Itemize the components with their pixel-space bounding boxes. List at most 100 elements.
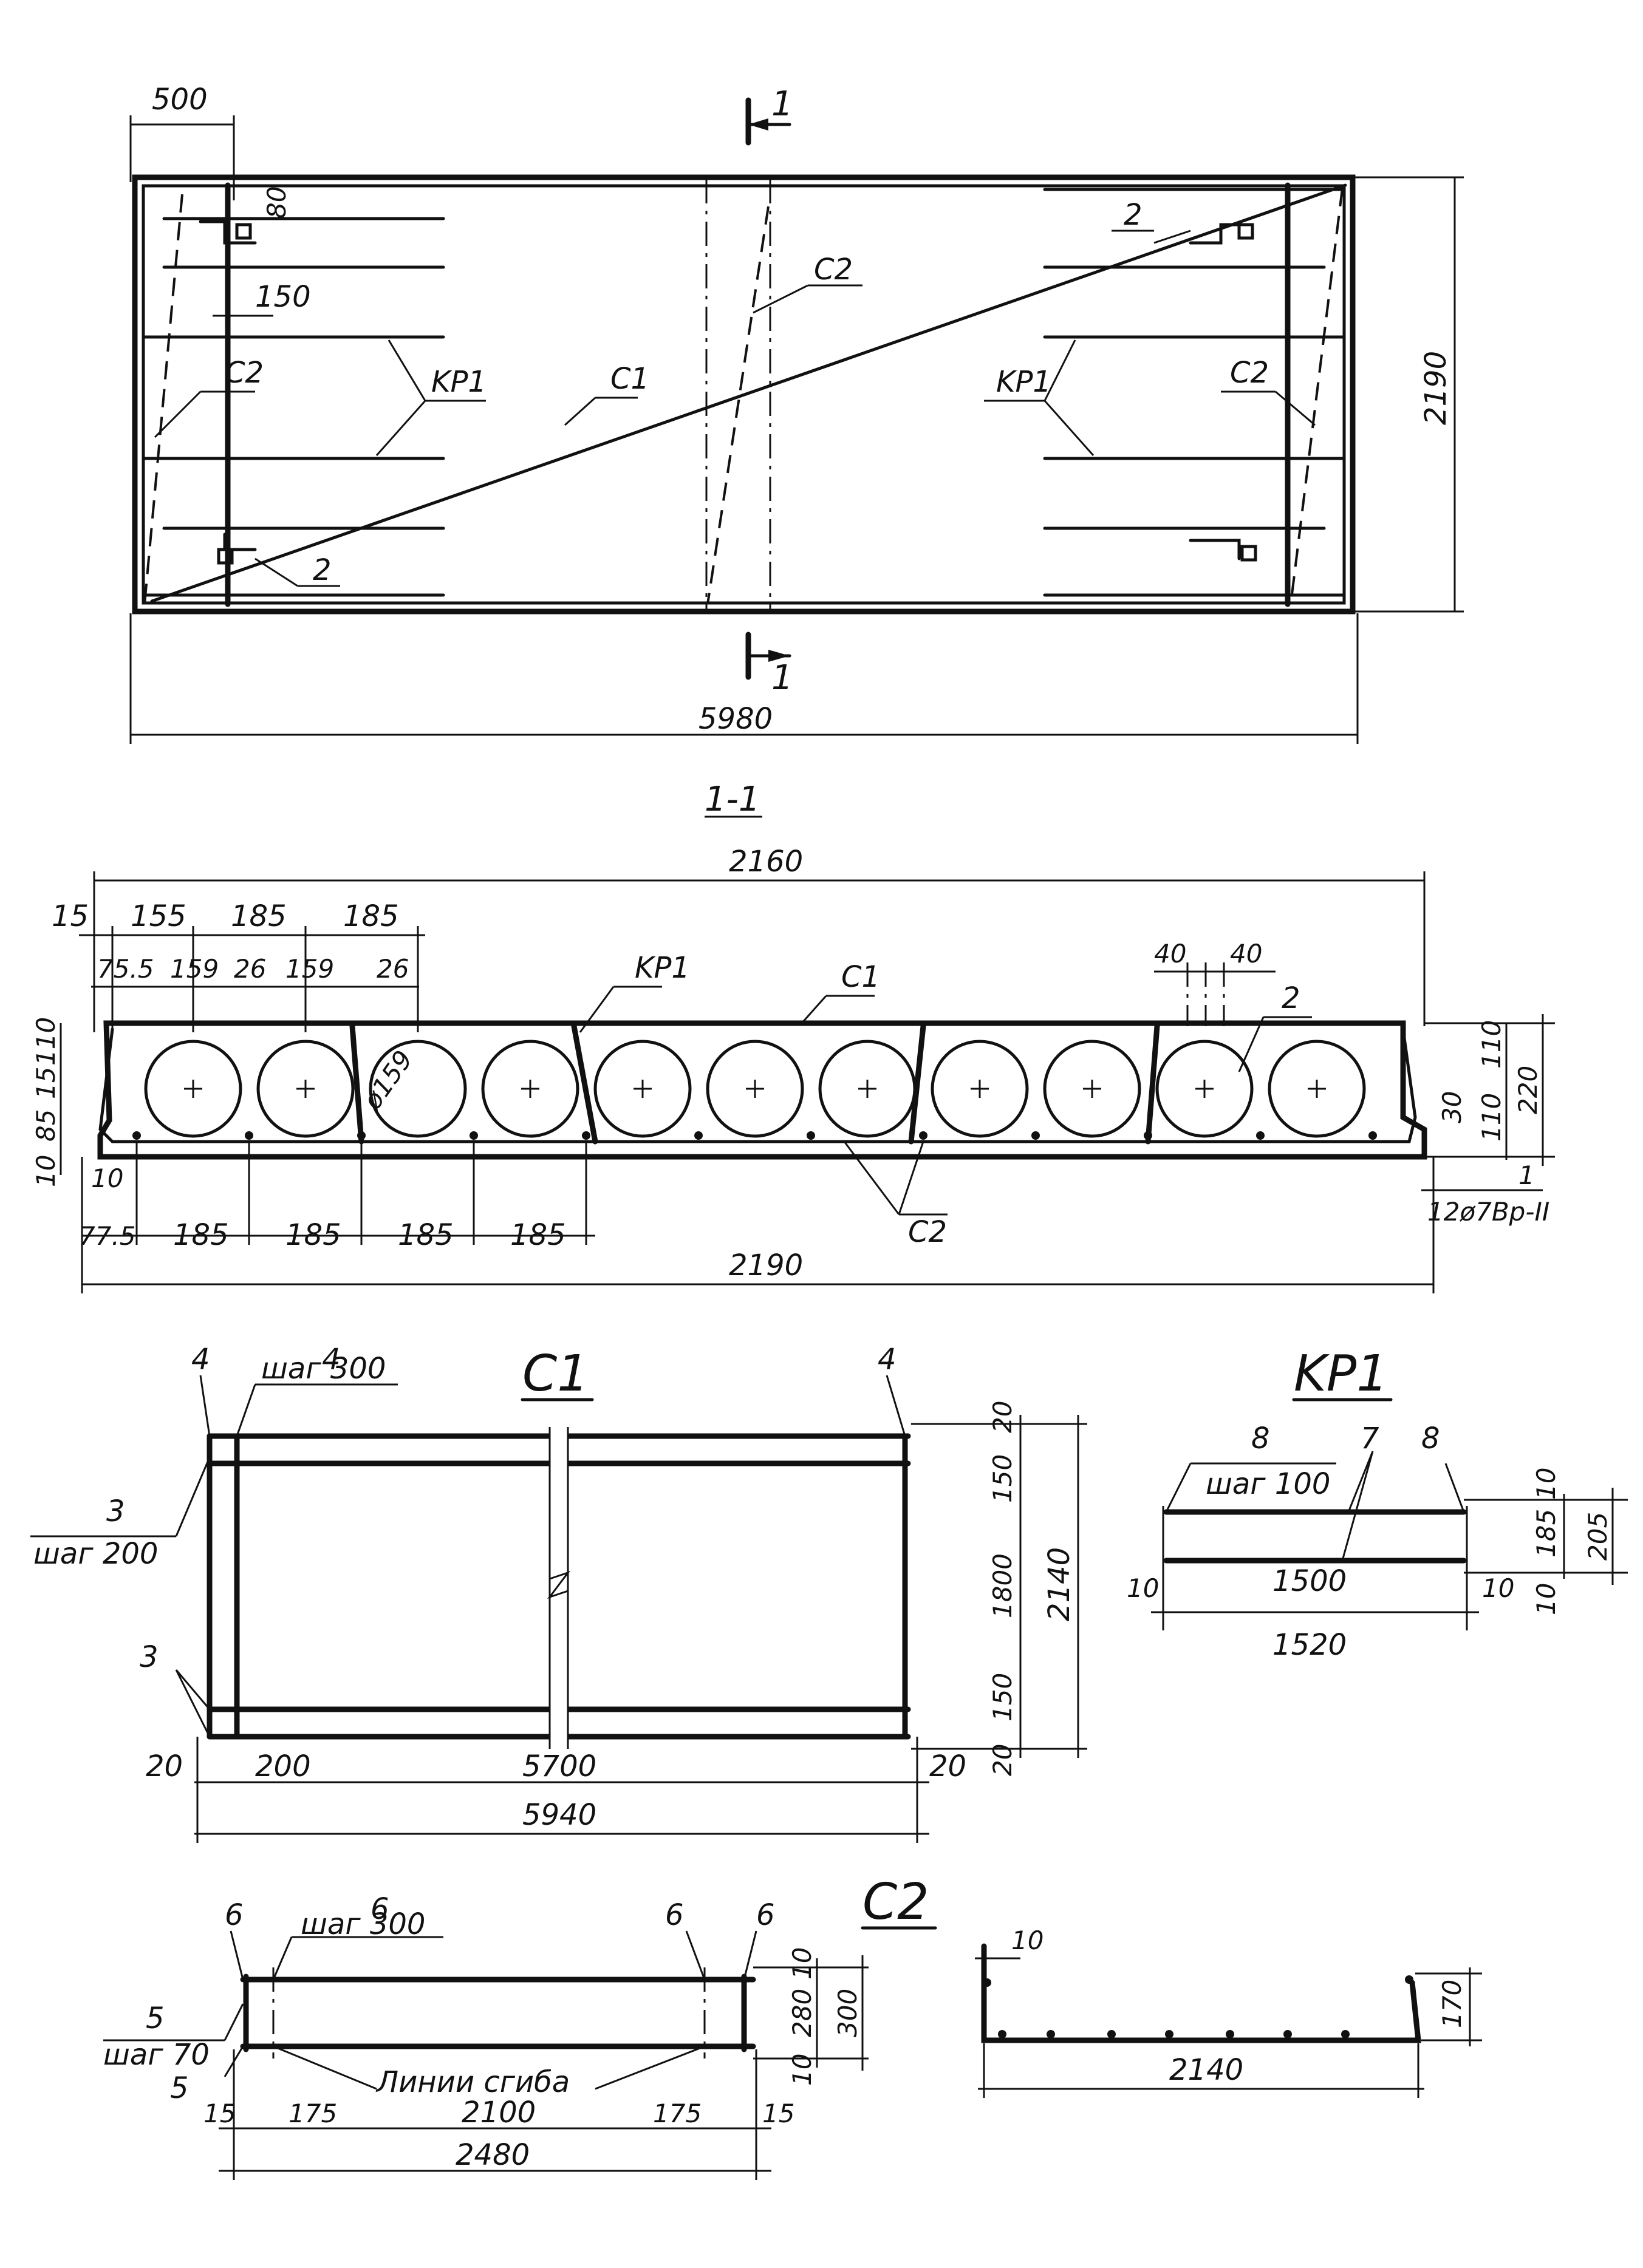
kp1-title: KP1 (1294, 1345, 1388, 1403)
slab-inner-outline (142, 184, 1346, 605)
section-label-c2: C2 (908, 1215, 947, 1249)
kp1-bars-right (1043, 188, 1346, 597)
c1-mark-4-right: 4 (878, 1343, 897, 1377)
section-dim-2190-text: 2190 (729, 1248, 803, 1282)
plan-label-2-left: 2 (313, 553, 332, 587)
kp1-dim-10-top: 10 (1531, 1468, 1561, 1500)
c1-dim-150-top: 150 (988, 1454, 1017, 1503)
c2-dim-10-top: 10 (787, 1947, 817, 1980)
section-title: 1-1 (705, 780, 760, 819)
kp1-leaders (1151, 1451, 1628, 1630)
plan-label-c2-right: C2 (1230, 356, 1269, 390)
c1-dim-2140: 2140 (1042, 1547, 1076, 1621)
c1-dim-5700: 5700 (522, 1749, 596, 1783)
c1-step-200: шаг 200 (33, 1537, 158, 1571)
section-c2-bent (98, 1027, 1417, 1143)
kp1-mark-8-right: 8 (1421, 1422, 1440, 1456)
c2-profile-dim-10: 10 (1011, 1926, 1044, 1955)
c2-dim-300: 300 (833, 1989, 862, 2037)
c2-profile-bars (983, 1975, 1413, 2038)
c1-dim-1800: 1800 (988, 1553, 1017, 1618)
section-side-85: 85 (31, 1109, 61, 1142)
plan-labels (154, 230, 1316, 587)
c1-break-gap (550, 1427, 568, 1749)
c2-dim-280: 280 (787, 1989, 817, 2037)
section-bottom-dims: 10 77.5 185 185 185 185 (79, 1142, 595, 1252)
c2-dim-175-right: 175 (653, 2099, 702, 2128)
c1-dim-20-bottom: 20 (988, 1744, 1017, 1776)
c2-dim-2100: 2100 (462, 2096, 536, 2130)
c2-profile-dim-2140: 2140 (1169, 2053, 1243, 2087)
kp1-frame-detail: KP1 8 шаг 100 7 8 1500 1520 10 10 10 185… (1127, 1345, 1628, 1662)
c1-mark-3-bottom: 3 (140, 1640, 159, 1674)
section-dim-2190: 2190 (81, 1157, 1435, 1293)
c2-mark-6-a: 6 (225, 1898, 244, 1932)
section-label-2: 2 (1282, 981, 1300, 1015)
kp1-bars (1163, 1509, 1467, 1564)
plan-label-c1: C1 (610, 362, 649, 396)
plan-label-kp1-right: KP1 (996, 365, 1051, 399)
section-bottom-185-b: 185 (285, 1218, 341, 1252)
c2-bent-profile (981, 1943, 1421, 2043)
section-1-1: 1-1 (31, 780, 1555, 1293)
c2-bars (240, 1973, 756, 2052)
c2-bend-label: Линии сгиба (375, 2065, 570, 2099)
c2-dim-10-bottom: 10 (787, 2054, 817, 2086)
c1-right-dims (911, 1415, 1087, 1758)
slab-outline (132, 174, 1356, 615)
c1-step-300: шаг 300 (261, 1352, 386, 1386)
c2-dim-175-left: 175 (289, 2099, 337, 2128)
c2-mark-6-d: 6 (756, 1898, 775, 1932)
kp1-dim-185: 185 (1531, 1509, 1561, 1558)
c1-bottom-dims (194, 1737, 929, 1843)
section-dim-159-a: 159 (170, 954, 219, 984)
section-dim-40-a: 40 (1154, 939, 1186, 969)
c1-mark-3-top: 3 (106, 1494, 125, 1528)
section-bottom-185-d: 185 (510, 1218, 566, 1252)
c2-leaders (103, 1930, 869, 2180)
section-side-30: 30 (1437, 1091, 1467, 1123)
kp1-dim-205: 205 (1583, 1512, 1613, 1561)
section-mark-top: 1 (745, 84, 793, 146)
section-mark-top-label: 1 (771, 84, 793, 124)
c2-dim-15-left: 15 (203, 2099, 236, 2128)
c2-dim-2480: 2480 (456, 2138, 530, 2172)
section-leaders (579, 986, 1543, 1216)
c1-dim-150-bottom: 150 (988, 1673, 1017, 1721)
c2-profile-dims (975, 1957, 1482, 2098)
kp1-dim-1520: 1520 (1272, 1628, 1347, 1662)
section-mark-bottom: 1 (745, 632, 793, 698)
plan-dim-5980: 5980 (129, 613, 1359, 744)
section-dim-155: 155 (131, 899, 186, 933)
section-side-10: 10 (31, 1155, 61, 1187)
c2-profile-dim-170: 170 (1437, 1980, 1467, 2028)
section-dim-185-b: 185 (343, 899, 399, 933)
section-side-110: 110 (31, 1017, 61, 1066)
c2-mark-5-top: 5 (146, 2001, 165, 2035)
section-bottom-185-c: 185 (398, 1218, 454, 1252)
section-dim-159-b: 159 (285, 954, 334, 984)
section-label-kp1: KP1 (635, 951, 690, 985)
kp1-mark-8-left: 8 (1251, 1422, 1270, 1456)
c2-title: C2 (862, 1873, 929, 1931)
plan-label-kp1-left: KP1 (431, 365, 487, 399)
plan-dim-5980-text: 5980 (699, 702, 773, 736)
kp1-dim-1500: 1500 (1272, 1564, 1347, 1598)
c2-mark-6-c: 6 (665, 1898, 684, 1932)
c1-mark-4-mid: 4 (322, 1343, 341, 1377)
section-side-110-r2: 110 (1477, 1093, 1506, 1142)
c1-dim-200: 200 (255, 1749, 311, 1783)
c2-step-70: шаг 70 (103, 2038, 210, 2072)
c1-diagonal (150, 183, 1347, 603)
plan-dim-150-text: 150 (255, 280, 311, 314)
section-dim-40-b: 40 (1230, 939, 1262, 969)
section-bottom-10: 10 (91, 1163, 123, 1193)
c2-step-300: шаг 300 (301, 1907, 425, 1941)
section-side-220: 220 (1513, 1066, 1543, 1114)
section-dim-2160-text: 2160 (729, 845, 803, 879)
c2-mesh-detail: C2 6 6 шаг 300 6 (103, 1873, 1482, 2180)
section-dim-185-a: 185 (231, 899, 287, 933)
c2-mark-5-bottom: 5 (170, 2071, 189, 2105)
c1-mesh-detail: C1 4 4 шаг 300 4 3 шаг 200 3 (30, 1343, 1087, 1843)
c1-title: C1 (522, 1345, 589, 1403)
